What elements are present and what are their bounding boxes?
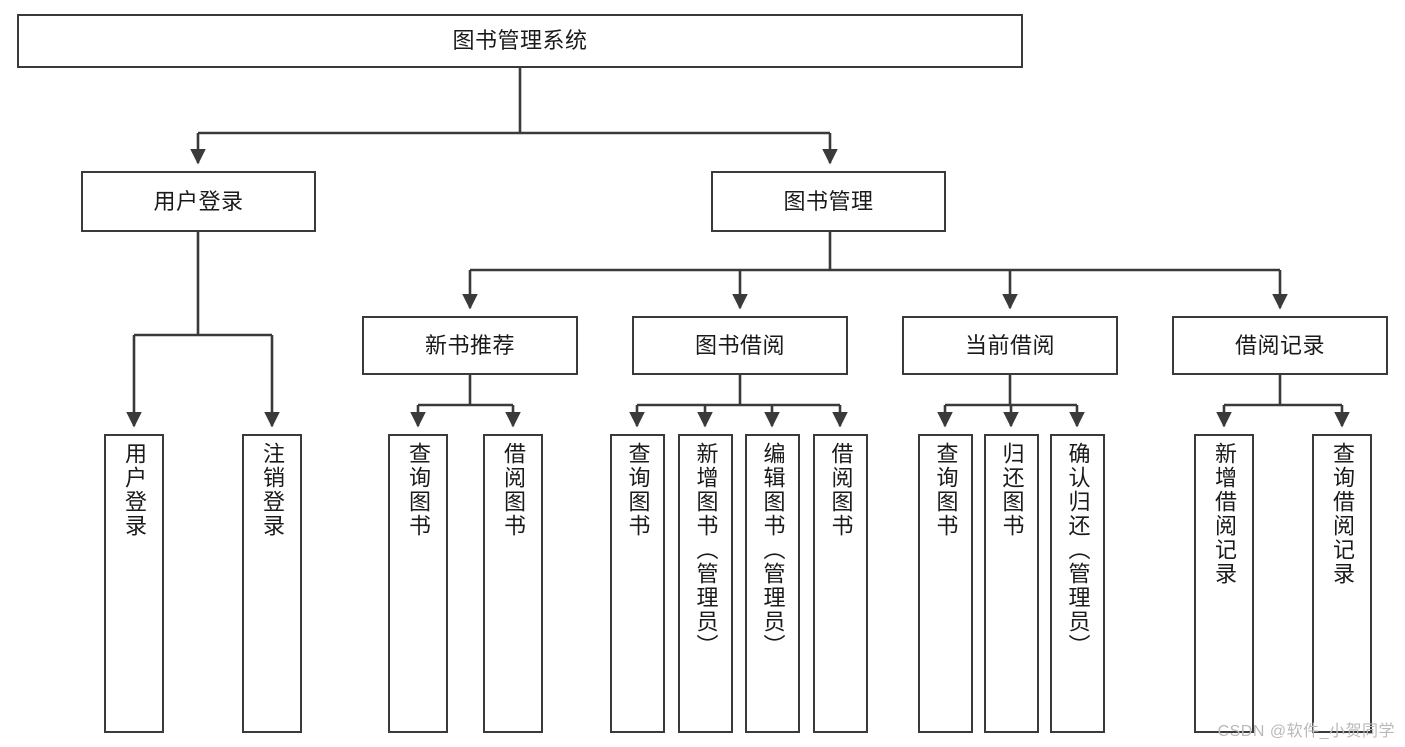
node-borrow-record[interactable]: 借阅记录 [1172, 316, 1388, 375]
node-leaf-query-book-3[interactable]: 查询图书 [918, 434, 973, 733]
node-book-borrow-label: 图书借阅 [694, 332, 785, 358]
node-leaf-borrow-book-2-label: 借阅图书 [828, 442, 854, 538]
node-user-login[interactable]: 用户登录 [81, 171, 316, 232]
node-leaf-query-book-3-label: 查询图书 [933, 442, 959, 538]
node-current-borrow-label: 当前借阅 [964, 332, 1055, 358]
node-leaf-query-record[interactable]: 查询借阅记录 [1312, 434, 1372, 733]
node-new-book-recommend-label: 新书推荐 [424, 332, 515, 358]
node-leaf-add-book-label: 新增图书（管理员） [693, 442, 719, 658]
node-leaf-add-book[interactable]: 新增图书（管理员） [678, 434, 733, 733]
node-leaf-user-login-label: 用户登录 [122, 442, 147, 538]
node-leaf-confirm-return-label: 确认归还（管理员） [1065, 442, 1091, 658]
node-leaf-query-book-2[interactable]: 查询图书 [610, 434, 665, 733]
node-leaf-edit-book-label: 编辑图书（管理员） [760, 442, 786, 658]
node-leaf-user-login[interactable]: 用户登录 [104, 434, 164, 733]
node-book-manage-label: 图书管理 [783, 188, 874, 214]
node-book-manage[interactable]: 图书管理 [711, 171, 946, 232]
node-leaf-query-record-label: 查询借阅记录 [1330, 442, 1355, 586]
node-leaf-query-book-1-label: 查询图书 [406, 442, 431, 538]
node-borrow-record-label: 借阅记录 [1234, 332, 1325, 358]
node-new-book-recommend[interactable]: 新书推荐 [362, 316, 578, 375]
node-leaf-borrow-book-1-label: 借阅图书 [501, 442, 526, 538]
node-book-borrow[interactable]: 图书借阅 [632, 316, 848, 375]
node-leaf-query-book-1[interactable]: 查询图书 [388, 434, 448, 733]
node-leaf-return-book-label: 归还图书 [999, 442, 1025, 538]
node-leaf-edit-book[interactable]: 编辑图书（管理员） [745, 434, 800, 733]
node-root-label: 图书管理系统 [452, 28, 588, 54]
node-leaf-add-record[interactable]: 新增借阅记录 [1194, 434, 1254, 733]
node-leaf-logout-login-label: 注销登录 [260, 442, 285, 538]
node-leaf-borrow-book-2[interactable]: 借阅图书 [813, 434, 868, 733]
node-leaf-confirm-return[interactable]: 确认归还（管理员） [1050, 434, 1105, 733]
node-leaf-logout-login[interactable]: 注销登录 [242, 434, 302, 733]
node-user-login-label: 用户登录 [153, 188, 244, 214]
node-leaf-return-book[interactable]: 归还图书 [984, 434, 1039, 733]
node-leaf-borrow-book-1[interactable]: 借阅图书 [483, 434, 543, 733]
node-leaf-query-book-2-label: 查询图书 [625, 442, 651, 538]
node-leaf-add-record-label: 新增借阅记录 [1212, 442, 1237, 586]
node-current-borrow[interactable]: 当前借阅 [902, 316, 1118, 375]
node-root[interactable]: 图书管理系统 [17, 14, 1023, 68]
